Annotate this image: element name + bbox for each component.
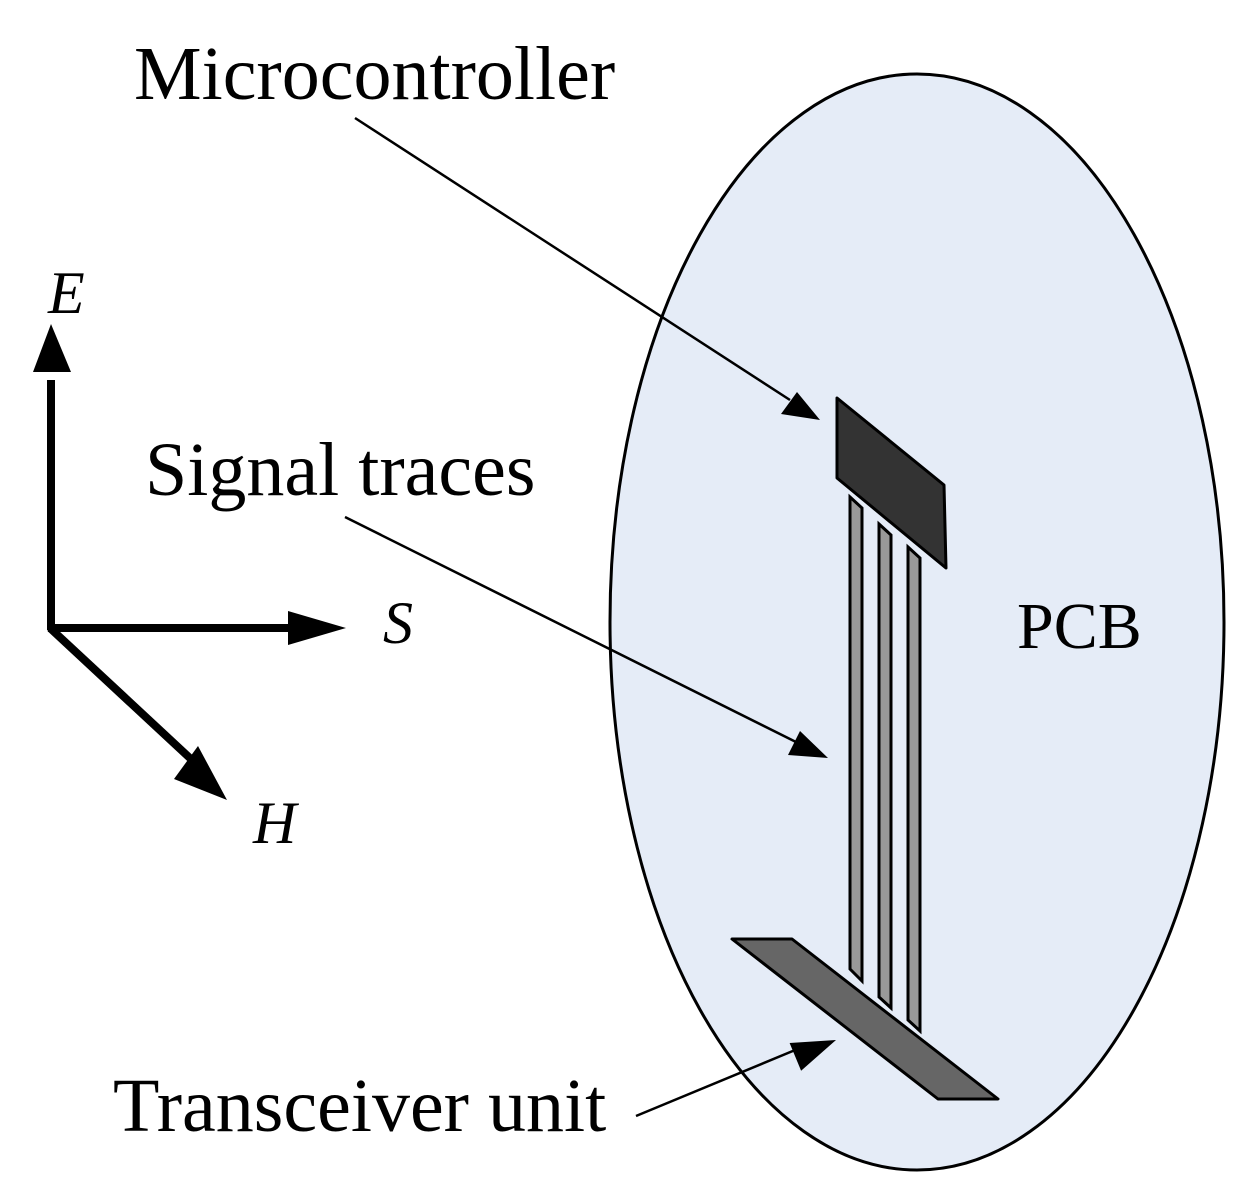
transceiver-unit [730,937,1000,1101]
e-arrowhead-icon [33,324,71,372]
signal-traces-label: Signal traces [145,428,535,512]
pcb-label: PCB [1017,590,1142,663]
e-field-label: E [47,260,85,326]
signal-traces [848,493,922,1035]
microcontroller-label: Microcontroller [134,32,615,116]
microcontroller-leader-arrow [354,116,820,420]
arrowhead-icon [788,731,828,758]
h-arrowhead-icon [174,746,227,800]
arrowhead-icon [781,392,820,420]
arrowhead-icon [789,1040,836,1071]
transceiver-leader-arrow [635,1040,836,1118]
signal-trace [877,520,893,1012]
transceiver-unit-label: Transceiver unit [113,1064,606,1148]
signal-trace [906,543,922,1035]
em-axes [33,324,346,800]
signal-trace [848,493,864,985]
h-field-label: H [252,790,300,856]
signal-traces-leader-arrow [344,515,828,758]
poynting-label: S [383,590,413,656]
microcontroller-chip [835,396,948,570]
s-arrowhead-icon [288,611,346,645]
